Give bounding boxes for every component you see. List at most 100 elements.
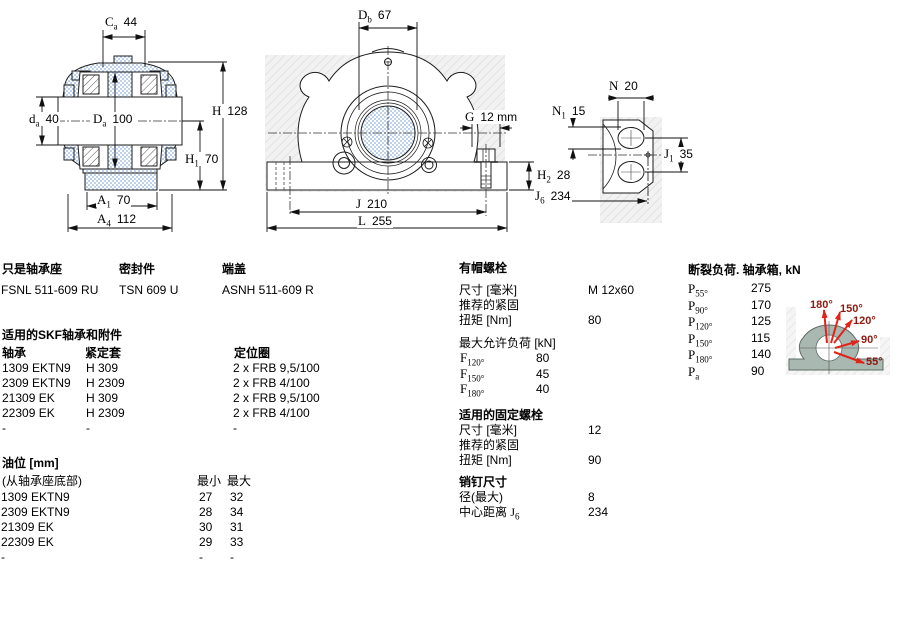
max-load-symbol: F120° (460, 350, 485, 368)
housing-designation: FSNL 511-609 RU (1, 283, 99, 297)
housing-foot (84, 172, 158, 191)
breaking-load-symbol: P55° (688, 281, 708, 299)
arrow-150 (830, 311, 841, 344)
breaking-load-symbol: P90° (688, 298, 708, 316)
oil-max-cell: 34 (230, 505, 244, 519)
cap-bolts-title: 有帽螺栓 (459, 261, 508, 275)
pin-cc-label: 中心距离 J6 (459, 505, 520, 522)
end-cover-designation: ASNH 511-609 R (222, 283, 314, 297)
sleeve-cell: H 2309 (86, 376, 125, 390)
bearing-cell: 22309 EK (2, 406, 55, 420)
seal-top-left (63, 84, 75, 98)
breaking-load-value: 115 (751, 331, 771, 345)
max-load-symbol: F150° (460, 366, 485, 384)
max-load-value: 80 (536, 351, 550, 365)
angle-label-180: 180° (810, 299, 833, 311)
bearing-section-top-right (140, 74, 158, 95)
ring-cell: 2 x FRB 9,5/100 (233, 361, 320, 375)
pin-diameter-label: 径(最大) (459, 490, 503, 504)
load-direction-diagram (786, 307, 890, 375)
breaking-load-value: 170 (751, 298, 772, 312)
oil-level-title: 油位 [mm] (2, 456, 59, 470)
max-load-title: 最大允许负荷 [kN] (459, 336, 556, 350)
oil-min-cell: 29 (199, 535, 213, 549)
fixing-bolts-torque-label2: 扭矩 [Nm] (459, 453, 512, 467)
bearing-section-bottom-left (82, 146, 100, 167)
bearings-table-title: 适用的SKF轴承和附件 (2, 328, 123, 342)
ring-cell: 2 x FRB 4/100 (233, 376, 310, 390)
breaking-load-value: 140 (751, 347, 772, 361)
angle-label-55: 55° (866, 356, 883, 368)
breaking-load-value: 275 (751, 281, 772, 295)
seal-bottom-left (63, 147, 75, 161)
arrow-55 (833, 351, 865, 364)
bearing-col-header: 轴承 (2, 346, 27, 360)
cap-bolts-size-value: M 12x60 (588, 283, 635, 297)
oil-bearing-cell: - (1, 550, 5, 564)
fixing-bolts-torque-value: 90 (588, 453, 602, 467)
end-cover-header: 端盖 (222, 262, 247, 276)
cap-bolts-size-label: 尺寸 [毫米] (459, 283, 518, 297)
breaking-load-symbol: P150° (688, 331, 713, 349)
oil-min-cell: 28 (199, 505, 213, 519)
sleeve-cell: - (86, 421, 90, 435)
oil-min-cell: - (199, 550, 203, 564)
fixing-bolts-size-value: 12 (588, 423, 602, 437)
ring-cell: - (233, 421, 237, 435)
bearing-section-bottom-right (140, 146, 158, 167)
seal-header: 密封件 (119, 262, 156, 276)
base-top-view-drawing (568, 95, 688, 223)
max-load-value: 40 (536, 382, 550, 396)
cap-bolts-torque-label1: 推荐的紧固 (459, 298, 520, 312)
bearing-cell: 1309 EKTN9 (2, 361, 71, 375)
max-load-symbol: F180° (460, 381, 485, 399)
foot-inner-edge (602, 123, 617, 190)
centerlines (268, 46, 506, 216)
fixing-bolts-size-label: 尺寸 [毫米] (459, 423, 518, 437)
breaking-load-value: 125 (751, 314, 772, 328)
bearing-cell: 2309 EKTN9 (2, 376, 71, 390)
angle-label-120: 120° (853, 315, 876, 327)
arrow-90 (834, 340, 860, 349)
oil-max-header: 最大 (227, 474, 252, 488)
oil-max-cell: 33 (230, 535, 244, 549)
cap-bolts-torque-value: 80 (588, 313, 602, 327)
oil-bearing-cell: 21309 EK (1, 520, 54, 534)
oil-bearing-cell: 2309 EKTN9 (1, 505, 70, 519)
oil-max-cell: - (230, 550, 234, 564)
oil-min-cell: 27 (199, 490, 213, 504)
front-view-drawing (265, 22, 534, 232)
bearing-section-top-left (82, 74, 100, 95)
grease-fitting-marks (341, 136, 434, 149)
load-arrows (821, 309, 865, 364)
seal-top-right (165, 84, 177, 98)
arrow-180 (821, 309, 828, 344)
section-view-drawing (36, 30, 227, 232)
cap-bolts-torque-label2: 扭矩 [Nm] (459, 313, 512, 327)
angle-label-150: 150° (840, 303, 863, 315)
sleeve-cell: H 2309 (86, 406, 125, 420)
oil-max-cell: 31 (230, 520, 244, 534)
breaking-load-title: 断裂负荷. 轴承箱, kN (688, 263, 801, 277)
pin-diameter-value: 8 (588, 490, 595, 504)
housing-only-header: 只是轴承座 (2, 262, 63, 276)
ring-cell: 2 x FRB 9,5/100 (233, 391, 320, 405)
dimension-lines-right (568, 95, 688, 204)
oil-max-cell: 32 (230, 490, 244, 504)
fixing-bolts-torque-label1: 推荐的紧固 (459, 438, 520, 452)
bearing-cell: 21309 EK (2, 391, 55, 405)
